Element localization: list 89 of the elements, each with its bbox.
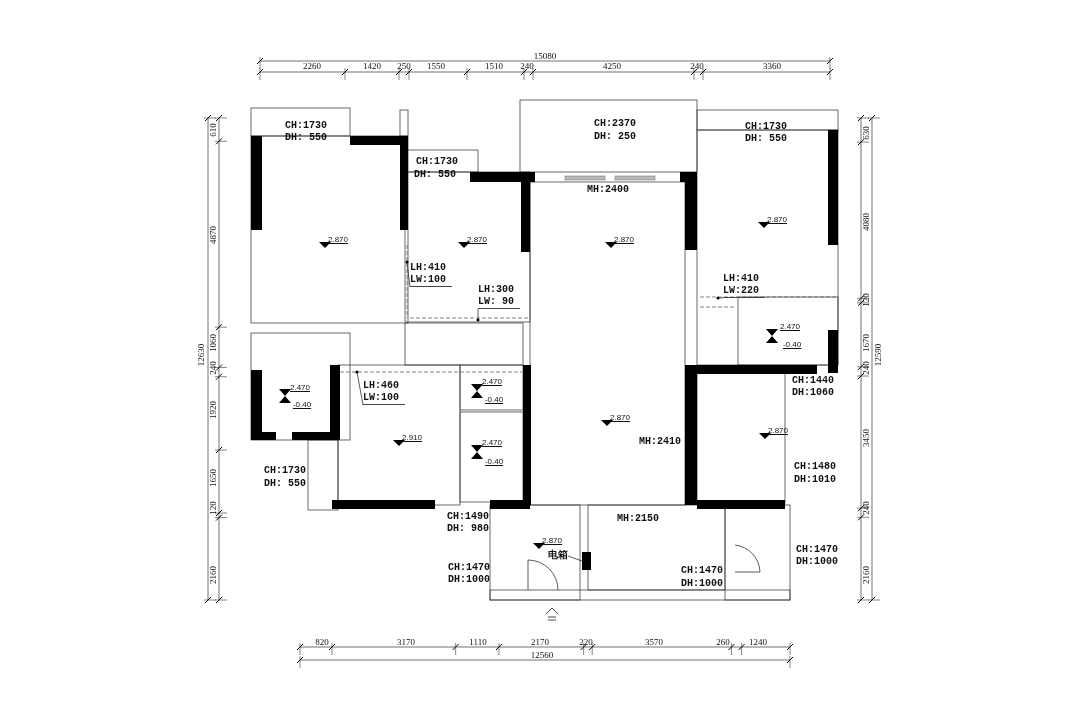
opening-spec-text: DH:1000: [681, 579, 723, 589]
dimension-text: 1420: [363, 61, 381, 71]
dimension-text: 240: [690, 61, 704, 71]
level-value-text: 2.910: [402, 434, 422, 442]
dimension-text: 12630: [196, 343, 206, 367]
level-value-text: 2.870: [767, 216, 787, 224]
dimension-text: 1510: [485, 61, 503, 71]
opening-spec-text: DH: 550: [285, 133, 327, 143]
level-value-text: 2.870: [610, 414, 630, 422]
opening-spec-text: CH:1470: [796, 545, 838, 555]
level-value-text: -0.40: [782, 341, 802, 349]
opening-spec-text: CH:1490: [447, 512, 489, 522]
opening-spec-text: CH:1480: [794, 462, 836, 472]
dimension-text: 2260: [303, 61, 321, 71]
dimension-text: 610: [208, 123, 218, 137]
level-value-text: -0.40: [292, 401, 312, 409]
dimension-text: 1110: [469, 637, 487, 647]
opening-spec-text: CH:1440: [792, 376, 834, 386]
opening-spec-text: MH:2150: [617, 514, 659, 524]
opening-spec-text: CH:1730: [264, 466, 306, 476]
opening-spec-text: DH: 250: [594, 132, 636, 142]
dimension-text: 120: [208, 501, 218, 515]
leader-line: [477, 308, 479, 321]
dimension-text: 220: [579, 637, 593, 647]
level-value-text: 2.870: [467, 236, 487, 244]
opening-spec-text: CH:1730: [745, 122, 787, 132]
dimension-text: 240: [861, 361, 871, 375]
dimension-text: 820: [315, 637, 329, 647]
dimension-text: 4250: [603, 61, 621, 71]
dimension-text: 2170: [531, 637, 549, 647]
leader-note-text: LH:300 LW: 90: [478, 284, 520, 309]
opening-spec-text: MH:2400: [587, 185, 629, 195]
opening-spec-text: DH:1000: [448, 575, 490, 585]
opening-spec-text: CH:1470: [448, 563, 490, 573]
opening-spec-text: CH:1470: [681, 566, 723, 576]
dimension-text: 1550: [427, 61, 445, 71]
dimension-text: 240: [208, 361, 218, 375]
dimension-text: 1670: [861, 334, 871, 352]
opening-spec-text: DH: 550: [264, 479, 306, 489]
dimension-text: 1650: [208, 469, 218, 487]
dimension-text: 1920: [208, 401, 218, 419]
dimension-text: 1060: [208, 334, 218, 352]
leader-note-text: LH:410 LW:100: [410, 262, 452, 287]
level-value-text: 2.870: [542, 537, 562, 545]
level-value-text: 2.870: [328, 236, 348, 244]
leader-note-text: 电箱: [548, 550, 568, 562]
leader-note-text: LH:410 LW:220: [723, 273, 765, 298]
dimension-text: 240: [861, 501, 871, 515]
dimension-text: 2160: [861, 566, 871, 584]
level-value-text: 2.470: [482, 378, 502, 386]
dimension-text: 4870: [208, 226, 218, 244]
dimension-text: 250: [397, 61, 411, 71]
dimension-text: 3570: [645, 637, 663, 647]
opening-spec-text: CH:2370: [594, 119, 636, 129]
dimension-text: 12560: [530, 650, 554, 660]
dimension-text: 3170: [397, 637, 415, 647]
opening-spec-text: DH:1000: [796, 557, 838, 567]
level-value-text: 2.870: [614, 236, 634, 244]
dimension-text: 3360: [763, 61, 781, 71]
dimension-text: 3450: [861, 429, 871, 447]
dimension-text: 240: [520, 61, 534, 71]
leader-line: [406, 261, 411, 288]
level-value-text: 2.470: [482, 439, 502, 447]
leader-note-text: LH:460 LW:100: [363, 380, 405, 405]
electric-box: [582, 552, 591, 570]
dimension-text: 15080: [533, 51, 557, 61]
opening-spec-text: CH:1730: [285, 121, 327, 131]
leader-line: [356, 371, 364, 406]
dimension-text: 12590: [873, 343, 883, 367]
dimension-text: 630: [861, 126, 871, 140]
dimension-text: 2160: [208, 566, 218, 584]
dimension-text: 120: [861, 293, 871, 307]
opening-spec-text: DH: 980: [447, 524, 489, 534]
leader-line: [717, 297, 724, 299]
leader-line: [567, 555, 583, 562]
opening-spec-text: DH:1010: [794, 475, 836, 485]
opening-spec-text: DH: 550: [414, 170, 456, 180]
dimension-text: 4080: [861, 213, 871, 231]
opening-spec-text: MH:2410: [639, 437, 681, 447]
dimension-text: 260: [716, 637, 730, 647]
level-value-text: 2.870: [768, 427, 788, 435]
level-value-text: -0.40: [484, 458, 504, 466]
opening-spec-text: DH:1060: [792, 388, 834, 398]
opening-spec-text: CH:1730: [416, 157, 458, 167]
opening-spec-text: DH: 550: [745, 134, 787, 144]
dimension-text: 1240: [749, 637, 767, 647]
level-value-text: 2.470: [290, 384, 310, 392]
level-value-text: -0.40: [484, 396, 504, 404]
level-value-text: 2.470: [780, 323, 800, 331]
